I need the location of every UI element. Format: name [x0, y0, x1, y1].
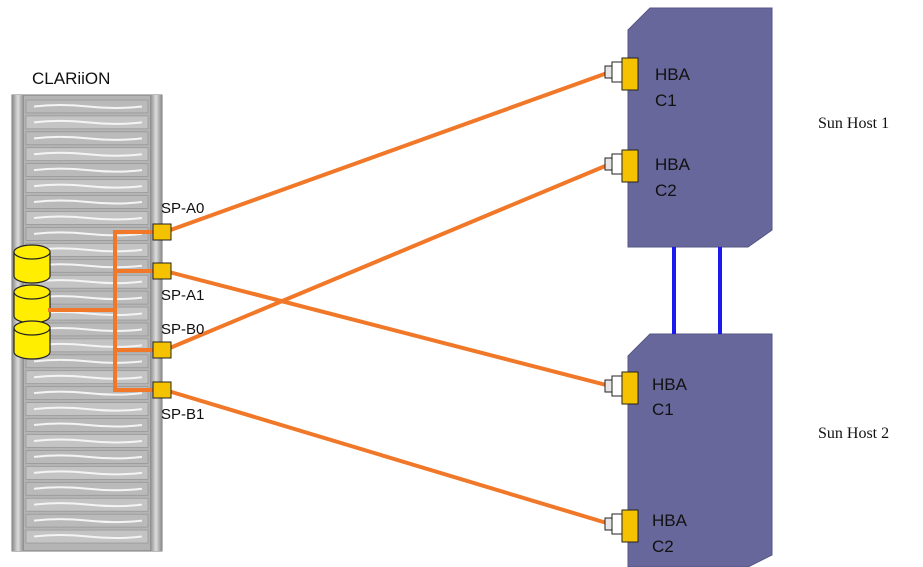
host-2-name: Sun Host 2 — [818, 425, 889, 442]
internal-bus — [48, 230, 157, 392]
sun-host-2: Sun Host 2 — [627, 333, 889, 567]
cable-spb1-host2-c2 — [164, 388, 611, 526]
drive-shelf-highlight — [33, 438, 143, 444]
drive-shelf-highlight — [33, 374, 143, 380]
disk-cylinder — [13, 327, 51, 360]
host-2-chassis — [627, 333, 773, 567]
port-label-sp-b1: SP-B1 — [161, 406, 204, 423]
sp-ports: SP-A0 SP-A1 SP-B0 SP-B1 — [152, 200, 204, 423]
hba-label-line2: C1 — [655, 91, 677, 110]
cable-spa0-host1-c1 — [164, 70, 611, 234]
host-interconnect — [672, 247, 722, 334]
port-sp-b0[interactable] — [152, 341, 172, 359]
hba-housing-icon — [611, 61, 623, 83]
drive-shelf-highlight — [33, 247, 143, 253]
disk-stack-icon — [13, 244, 51, 360]
hba-host2-c2[interactable]: HBA C2 — [604, 509, 688, 556]
hba-host1-c2[interactable]: HBA C2 — [604, 149, 691, 200]
drive-shelf-highlight — [33, 454, 143, 460]
drive-shelf-highlight — [33, 390, 143, 396]
drive-shelf-highlight — [33, 422, 143, 428]
disk-cylinder — [13, 251, 51, 284]
port-label-sp-a0: SP-A0 — [161, 200, 204, 217]
hba-label-line1: HBA — [652, 511, 688, 530]
host-1-chassis — [627, 7, 773, 248]
port-sp-b1[interactable] — [152, 381, 172, 399]
hba-host1-c1[interactable]: HBA C1 — [604, 57, 691, 110]
drive-shelf-highlight — [33, 231, 143, 237]
rack-right-rail — [150, 95, 162, 551]
drive-shelf-highlight — [33, 279, 143, 285]
hba-card-icon — [621, 371, 639, 405]
hba-label-line1: HBA — [655, 155, 691, 174]
drive-shelf-highlight — [33, 119, 143, 125]
drive-shelf-highlight — [33, 358, 143, 364]
host-1-name: Sun Host 1 — [818, 115, 889, 132]
hba-housing-icon — [611, 153, 623, 175]
drive-shelf-highlight — [33, 103, 143, 109]
drive-shelf-highlight — [33, 486, 143, 492]
port-label-sp-a1: SP-A1 — [161, 287, 204, 304]
drive-shelf-highlight — [33, 151, 143, 157]
drive-shelf-highlight — [33, 470, 143, 476]
disk-cap — [13, 320, 51, 336]
hba-connectors: HBA C1 HBA C2 HBA C1 HBA C2 — [604, 57, 691, 556]
drive-shelves — [25, 99, 149, 544]
hba-host2-c1[interactable]: HBA C1 — [604, 371, 688, 419]
hba-label-line2: C1 — [652, 400, 674, 419]
port-label-sp-b0: SP-B0 — [161, 321, 204, 338]
drive-shelf-highlight — [33, 406, 143, 412]
drive-shelf-highlight — [33, 518, 143, 524]
drive-shelf-highlight — [33, 534, 143, 540]
hba-card-icon — [621, 509, 639, 543]
hba-card-icon — [621, 57, 639, 91]
drive-shelf-highlight — [33, 215, 143, 221]
fc-cables — [164, 70, 611, 526]
hba-housing-icon — [611, 375, 623, 397]
port-sp-a1[interactable] — [152, 262, 172, 280]
hba-label-line1: HBA — [652, 375, 688, 394]
storage-title: CLARiiON — [32, 69, 110, 88]
sun-host-1: Sun Host 1 — [627, 7, 889, 248]
hba-label-line2: C2 — [652, 537, 674, 556]
hba-label-line2: C2 — [655, 181, 677, 200]
drive-shelf-highlight — [33, 183, 143, 189]
port-sp-a0[interactable] — [152, 223, 172, 241]
clariion-array: CLARiiON — [11, 69, 163, 552]
hba-housing-icon — [611, 513, 623, 535]
hba-card-icon — [621, 149, 639, 183]
drive-shelf-highlight — [33, 135, 143, 141]
drive-shelf-highlight — [33, 199, 143, 205]
disk-cap — [13, 284, 51, 300]
disk-cap — [13, 244, 51, 260]
drive-shelf-highlight — [33, 167, 143, 173]
drive-shelf-highlight — [33, 502, 143, 508]
cable-spa1-host2-c1 — [164, 269, 611, 388]
hba-label-line1: HBA — [655, 65, 691, 84]
cable-spb0-host1-c2 — [164, 162, 611, 352]
